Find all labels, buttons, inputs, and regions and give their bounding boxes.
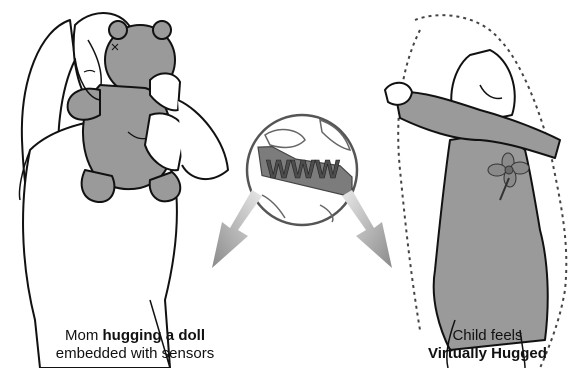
left-caption-line1: Mom hugging a doll <box>20 327 250 345</box>
www-label: WWW <box>266 154 340 184</box>
left-caption-bold: hugging a doll <box>103 327 205 344</box>
right-caption-bold: Virtually Hugged <box>400 345 575 363</box>
left-caption: Mom hugging a doll embedded with sensors <box>20 327 250 363</box>
arrow-right-icon <box>342 190 392 268</box>
left-caption-line2: embedded with sensors <box>20 345 250 363</box>
mom-figure <box>19 13 228 368</box>
child-figure <box>385 15 566 368</box>
left-caption-prefix: Mom <box>65 327 103 344</box>
arrow-left-icon <box>212 190 262 268</box>
right-caption: Child feels Virtually Hugged <box>400 327 575 363</box>
right-caption-line1: Child feels <box>400 327 575 345</box>
